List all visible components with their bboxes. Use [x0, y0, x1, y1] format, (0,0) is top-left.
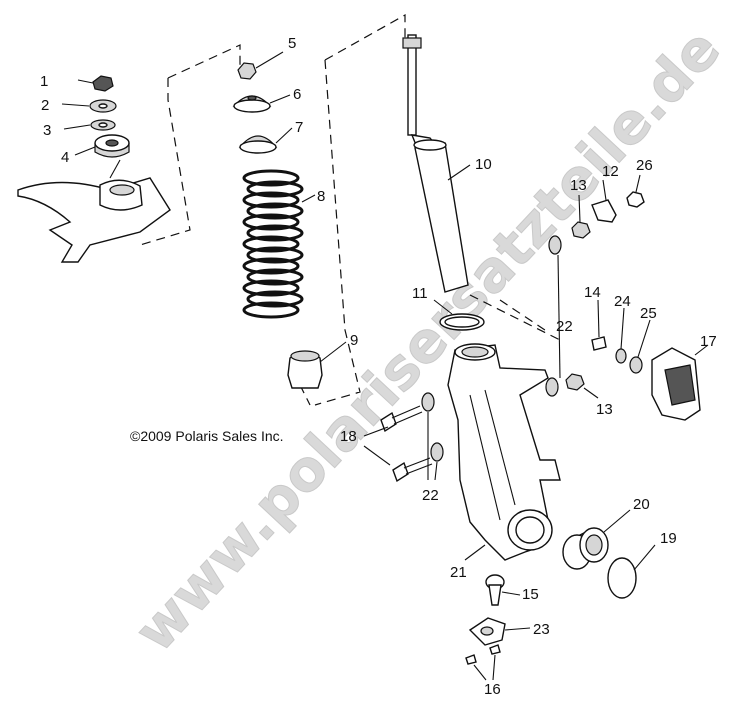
part-16-screws: [465, 644, 501, 681]
part-22-washer-upper: [548, 235, 562, 379]
part-26-nut: [626, 174, 645, 208]
callout-25: 25: [640, 305, 657, 322]
callout-1: 1: [40, 73, 48, 90]
part-18-bolts: [363, 405, 433, 483]
part-19-snapring: [607, 544, 656, 599]
callout-17: 17: [700, 333, 717, 350]
part-25-washer: [629, 319, 651, 374]
part-8-spring: [242, 169, 304, 319]
watermark-text: www.polarisersatzteile.de: [123, 17, 733, 665]
part-11-oring: [433, 299, 485, 331]
callout-13a: 13: [570, 177, 587, 194]
part-9-bumpstop: [287, 341, 347, 389]
callout-10: 10: [475, 156, 492, 173]
part-5-nut: [237, 51, 284, 80]
callout-9: 9: [350, 332, 358, 349]
callout-4: 4: [61, 149, 69, 166]
part-6-retainer: [232, 94, 291, 113]
part-3-washer: [63, 119, 116, 131]
part-12-clip: [591, 179, 617, 223]
part-24-washer: [615, 307, 627, 364]
part-22-washers-left: [421, 392, 444, 481]
callout-20: 20: [633, 496, 650, 513]
callout-7: 7: [295, 119, 303, 136]
callout-labels: 1234567891011121313141516171819202122222…: [40, 35, 717, 698]
callout-26: 26: [636, 157, 653, 174]
callout-22a: 22: [556, 318, 573, 335]
callout-8: 8: [317, 188, 325, 205]
part-14-bolt: [591, 299, 607, 351]
part-15-balljoint: [485, 574, 521, 606]
part-17-bracket: [651, 344, 709, 421]
part-20-bearing: [562, 509, 631, 570]
part-1-nut: [77, 75, 114, 92]
callout-6: 6: [293, 86, 301, 103]
callout-24: 24: [614, 293, 631, 310]
callout-23: 23: [533, 621, 550, 638]
part-7-seat: [238, 127, 293, 154]
callout-2: 2: [41, 97, 49, 114]
callout-3: 3: [43, 122, 51, 139]
callout-14: 14: [584, 284, 601, 301]
copyright-text: ©2009 Polaris Sales Inc.: [130, 428, 284, 444]
part-10-shock: [402, 34, 471, 293]
part-13-nut-upper: [571, 194, 591, 239]
callout-16: 16: [484, 681, 501, 698]
part-13-nut-lower: [565, 373, 599, 399]
part-21-knuckle: [447, 343, 561, 561]
callout-18: 18: [340, 428, 357, 445]
callout-21: 21: [450, 564, 467, 581]
callout-11: 11: [412, 285, 428, 302]
upper-mount-bracket: [17, 159, 171, 263]
part-23-plate: [468, 617, 531, 646]
part-2-washer: [61, 99, 117, 113]
callout-13b: 13: [596, 401, 613, 418]
callout-5: 5: [288, 35, 296, 52]
part-22-washer-lower: [545, 377, 559, 397]
callout-15: 15: [522, 586, 539, 603]
callout-19: 19: [660, 530, 677, 547]
callout-22b: 22: [422, 487, 439, 504]
part-4-bushing: [74, 134, 130, 158]
callout-12: 12: [602, 163, 619, 180]
